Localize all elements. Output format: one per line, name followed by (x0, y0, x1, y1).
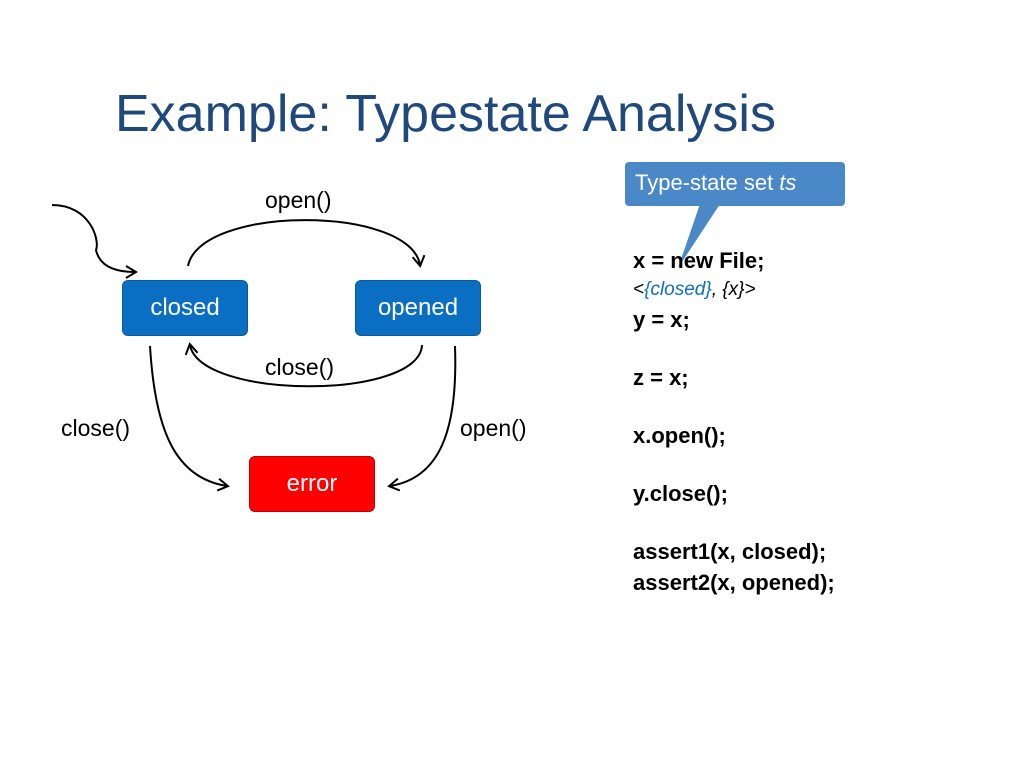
typeset-open-bracket: < (633, 279, 645, 300)
callout-pointer (678, 204, 720, 268)
code-line-assert2: assert2(x, opened); (633, 570, 835, 595)
callout-text: Type-state set (635, 170, 780, 195)
code-line-y-assign: y = x; (633, 307, 690, 332)
typeset-x: {x} (722, 279, 745, 300)
typeset-closed: {closed} (644, 279, 712, 300)
typeset-separator: , (711, 279, 723, 300)
typestate-annotation: <{closed}, {x}> (633, 279, 756, 301)
code-line-z-assign: z = x; (633, 365, 689, 390)
initial-transition-arrow (51, 204, 138, 279)
edge-label-middle-close: close() (265, 354, 335, 380)
callout-italic-ts: ts (779, 170, 797, 195)
code-line-x-open: x.open(); (633, 423, 726, 448)
code-line-y-close: y.close(); (633, 481, 728, 506)
typestate-callout: Type-state set ts (625, 162, 845, 206)
state-opened: opened (355, 280, 481, 336)
edge-closed-to-opened (187, 219, 426, 268)
edge-closed-to-error (149, 345, 230, 492)
slide-title: Example: Typestate Analysis (115, 85, 776, 143)
edge-opened-to-closed (184, 342, 423, 388)
code-line-assert1: assert1(x, closed); (633, 539, 827, 564)
edge-opened-to-error (387, 345, 457, 492)
typeset-close-bracket: > (744, 279, 756, 300)
edge-label-left-close: close() (61, 415, 131, 441)
state-error: error (249, 456, 375, 512)
state-closed: closed (122, 280, 248, 336)
code-line-new-file: x = new File; (633, 248, 765, 273)
edge-label-right-open: open() (460, 415, 527, 441)
edge-label-top-open: open() (265, 187, 332, 213)
